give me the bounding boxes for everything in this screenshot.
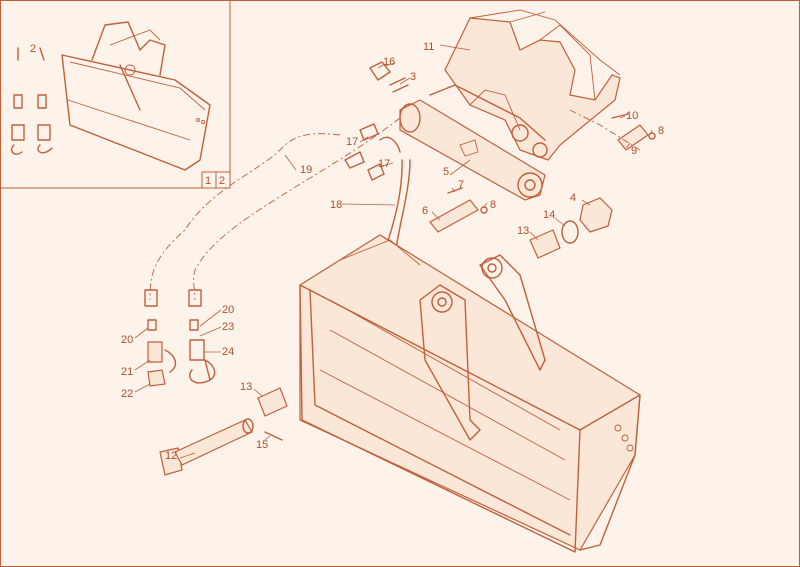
bolt-10	[611, 113, 629, 119]
callout-22: 22	[121, 388, 133, 400]
callout-10: 10	[626, 110, 638, 122]
tilt-cylinder	[399, 99, 546, 201]
callout-17b: 17	[378, 158, 390, 170]
callout-13a: 13	[517, 225, 529, 237]
upper-coupling-frame	[429, 9, 621, 161]
main-bucket	[299, 234, 641, 553]
callout-20b: 20	[222, 304, 234, 316]
callout-21: 21	[121, 366, 133, 378]
page-number-1: 1	[205, 175, 211, 187]
bolt-7	[447, 187, 463, 194]
callout-2: 2	[30, 43, 36, 55]
pivot-pin-12	[159, 418, 283, 476]
nut-8b	[648, 132, 656, 140]
callout-7: 7	[458, 179, 464, 191]
nut-8a	[480, 206, 488, 214]
bushing-13-upper	[529, 229, 561, 259]
callout-15: 15	[256, 439, 268, 451]
callout-5: 5	[443, 166, 449, 178]
leader-lines	[134, 44, 653, 459]
callout-9: 9	[631, 145, 637, 157]
callout-19: 19	[300, 164, 312, 176]
callout-4: 4	[570, 192, 576, 204]
page-box-2	[215, 171, 231, 189]
hose-19-line	[149, 133, 341, 301]
callout-16: 16	[383, 56, 395, 68]
hose-fittings-left	[144, 289, 216, 387]
callout-14: 14	[543, 209, 555, 221]
callout-11: 11	[423, 41, 434, 53]
callout-18: 18	[330, 199, 342, 211]
callout-12: 12	[165, 450, 177, 462]
fitting-17b	[367, 136, 401, 181]
callout-23: 23	[222, 321, 234, 333]
callout-8a: 8	[490, 199, 496, 211]
callout-3: 3	[410, 71, 416, 83]
fitting-3	[389, 77, 409, 93]
callout-6: 6	[422, 205, 428, 217]
callout-20a: 20	[121, 334, 133, 346]
callout-8b: 8	[658, 125, 664, 137]
washer-14	[561, 220, 579, 244]
fitting-16	[369, 61, 391, 81]
callout-17a: 17	[346, 136, 358, 148]
fitting-17a	[344, 123, 379, 169]
bushing-13-lower	[257, 387, 288, 417]
page-number-2: 2	[219, 175, 225, 187]
callout-13b: 13	[240, 381, 252, 393]
pin-dashline	[569, 109, 641, 151]
nut-4	[579, 197, 613, 233]
hose-19-line-b	[193, 117, 401, 301]
callout-24: 24	[222, 346, 234, 358]
pin-9	[617, 124, 649, 151]
pin-6	[429, 199, 479, 233]
inset-bucket-drawing	[10, 21, 211, 171]
